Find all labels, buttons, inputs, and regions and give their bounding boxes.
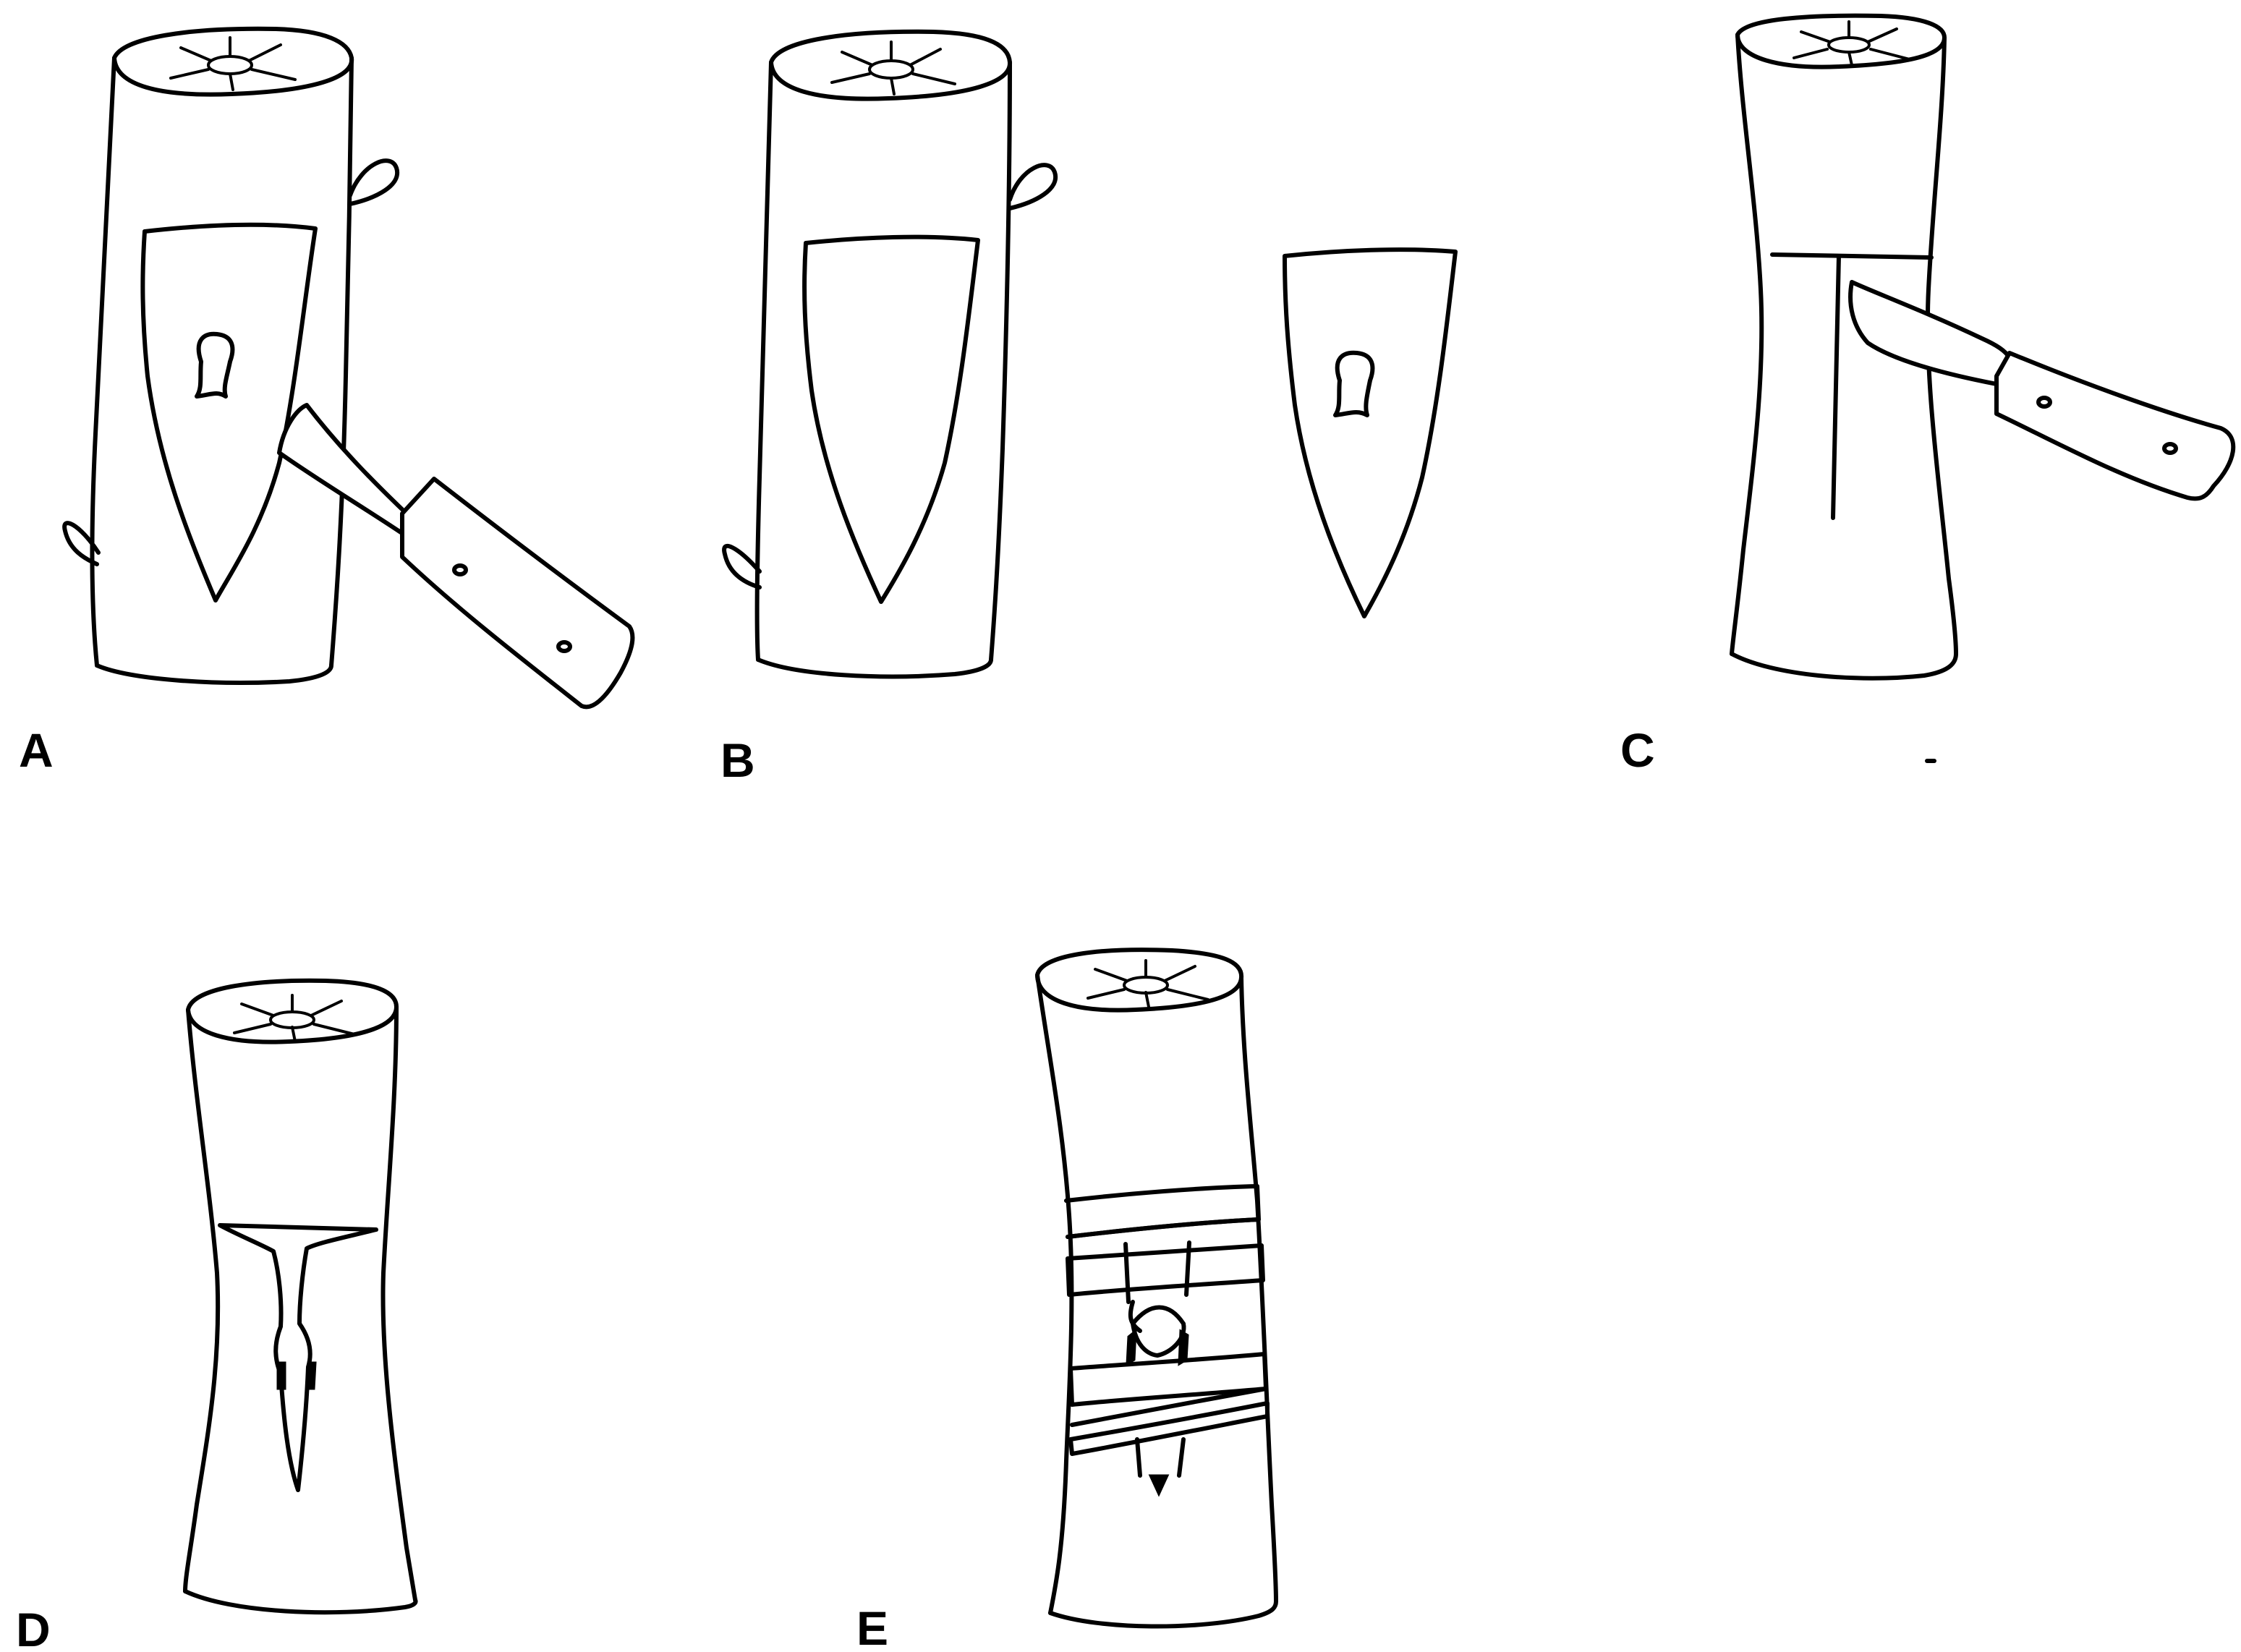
panel-label-d: D xyxy=(16,1603,51,1652)
shield-cut-a xyxy=(143,225,315,600)
panel-e: E xyxy=(856,950,1276,1652)
panel-c: C xyxy=(1620,16,2233,777)
bud-icon xyxy=(278,1363,315,1389)
bud-icon xyxy=(350,161,397,204)
shield-opening-b xyxy=(804,237,978,602)
panel-label-b: B xyxy=(720,733,755,787)
panel-d: D xyxy=(16,981,415,1652)
bud-icon xyxy=(724,546,760,587)
bud-icon xyxy=(1010,165,1055,208)
bound-shield-e xyxy=(1126,1243,1189,1494)
bud-icon xyxy=(1335,353,1372,415)
t-cut xyxy=(1833,256,1839,518)
panel-label-e: E xyxy=(856,1601,888,1652)
knife-icon xyxy=(1850,282,2233,498)
inserted-shield-d xyxy=(220,1225,376,1490)
panel-b: B xyxy=(720,32,1455,787)
panel-a: A xyxy=(19,29,632,777)
tie-bands xyxy=(1066,1186,1267,1454)
stem-a xyxy=(93,29,352,683)
panel-label-a: A xyxy=(19,723,54,777)
t-cut xyxy=(1772,255,1931,257)
stem-b xyxy=(757,32,1010,677)
detached-shield xyxy=(1285,250,1455,616)
bud-icon xyxy=(197,334,232,396)
panel-label-c: C xyxy=(1620,723,1655,777)
